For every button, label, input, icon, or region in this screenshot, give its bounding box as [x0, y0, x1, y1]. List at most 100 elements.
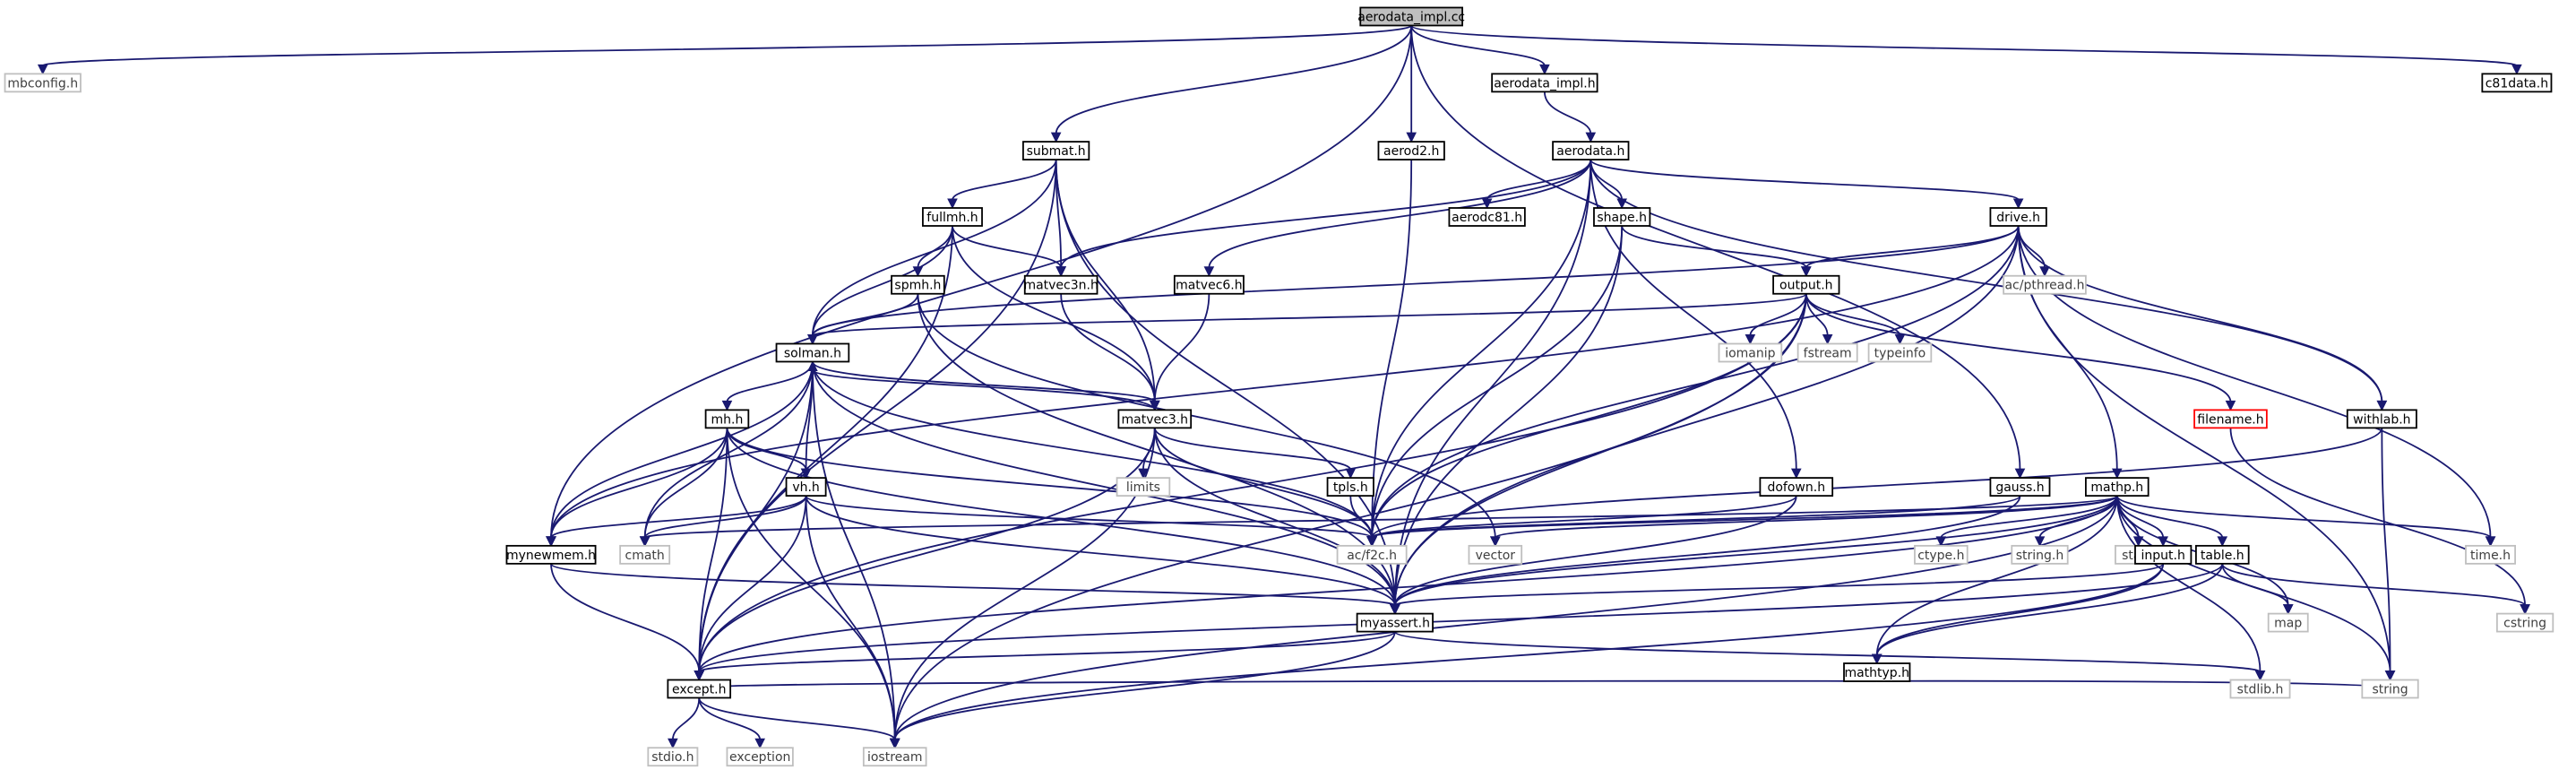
- edge-mh-to-cmath: [639, 428, 728, 547]
- edge-aerodata_impl_cc-to-mynewmem: [546, 25, 1413, 547]
- node-except[interactable]: except.h: [667, 679, 732, 699]
- node-submat[interactable]: submat.h: [1022, 141, 1090, 161]
- edge-input-to-mathtyp: [1871, 563, 2165, 665]
- node-label: iomanip: [1725, 346, 1775, 360]
- edge-mathp-to-vector: [1490, 495, 2118, 547]
- node-label: string: [2372, 682, 2408, 696]
- node-label: matvec3.h: [1122, 412, 1189, 427]
- node-box: [1336, 544, 1408, 565]
- node-box: [1023, 274, 1098, 295]
- node-input[interactable]: input.h: [2134, 544, 2193, 565]
- node-box: [2011, 544, 2069, 565]
- node-iomanip: iomanip: [1718, 342, 1783, 363]
- node-vh[interactable]: vh.h: [785, 477, 827, 497]
- node-box: [891, 274, 945, 295]
- node-label: aerodata_impl.h: [1494, 76, 1595, 91]
- node-box: [1914, 544, 1969, 565]
- edge-spmh-to-myassert: [917, 293, 1400, 615]
- edge-solman-to-acf2c: [812, 361, 1377, 547]
- node-label: aerod2.h: [1383, 144, 1439, 159]
- node-label: myassert.h: [1360, 617, 1430, 631]
- edge-aerodata-to-withlab: [1590, 160, 2388, 411]
- node-label: mh.h: [711, 412, 744, 427]
- node-output[interactable]: output.h: [1772, 274, 1840, 295]
- node-box: [862, 747, 927, 767]
- node-mh[interactable]: mh.h: [704, 409, 750, 429]
- node-box: [1796, 342, 1858, 363]
- edge-myassert-to-stdlib: [1393, 630, 2266, 681]
- node-myassert[interactable]: myassert.h: [1356, 612, 1434, 633]
- node-box: [2481, 73, 2553, 93]
- node-label: exception: [729, 750, 790, 765]
- node-box: [1989, 477, 2051, 497]
- node-c81data[interactable]: c81data.h: [2481, 73, 2553, 93]
- node-label: map: [2274, 617, 2302, 631]
- node-acpthread: ac/pthread.h: [2003, 274, 2087, 295]
- node-box: [1772, 274, 1840, 295]
- edge-mathp-to-mathtyp: [1871, 496, 2118, 665]
- node-mathp[interactable]: mathp.h: [2085, 477, 2150, 497]
- node-label: c81data.h: [2486, 76, 2548, 91]
- node-aerodata[interactable]: aerodata.h: [1552, 141, 1630, 161]
- node-matvec6[interactable]: matvec6.h: [1173, 274, 1245, 295]
- node-drive[interactable]: drive.h: [1989, 207, 2047, 227]
- node-dofown[interactable]: dofown.h: [1759, 477, 1834, 497]
- node-mathtyp[interactable]: mathtyp.h: [1843, 662, 1911, 682]
- node-label: aerodata_impl.cc: [1357, 10, 1465, 24]
- node-label: stdlib.h: [2237, 682, 2284, 696]
- edge-aerodata_impl_h-to-aerodata: [1544, 91, 1597, 143]
- node-box: [2267, 612, 2309, 633]
- edge-drive-to-mathp: [2017, 225, 2123, 480]
- node-limits: limits: [1116, 477, 1171, 497]
- edge-mynewmem-to-myassert: [550, 563, 1400, 615]
- node-aerodc81[interactable]: aerodc81.h: [1448, 207, 1526, 227]
- node-vector: vector: [1468, 544, 1523, 565]
- node-box: [2361, 679, 2419, 699]
- node-aerodata-impl-h[interactable]: aerodata_impl.h: [1491, 73, 1598, 93]
- node-box: [1759, 477, 1834, 497]
- edge-except-to-stdio: [668, 697, 701, 749]
- node-box: [647, 747, 699, 767]
- node-fullmh[interactable]: fullmh.h: [922, 207, 983, 227]
- edge-mynewmem-to-except: [550, 563, 705, 681]
- node-table[interactable]: table.h: [2195, 544, 2250, 565]
- node-shape[interactable]: shape.h: [1593, 207, 1651, 227]
- node-label: stdio.h: [651, 750, 694, 765]
- node-spmh[interactable]: spmh.h: [891, 274, 945, 295]
- node-typeinfo: typeinfo: [1867, 342, 1933, 363]
- node-box: [1356, 612, 1434, 633]
- node-gauss[interactable]: gauss.h: [1989, 477, 2051, 497]
- node-filename[interactable]: filename.h: [2193, 409, 2268, 429]
- node-aerod2[interactable]: aerod2.h: [1377, 141, 1445, 161]
- node-mynewmem[interactable]: mynewmem.h: [505, 544, 597, 565]
- node-matvec3n[interactable]: matvec3n.h: [1023, 274, 1098, 295]
- node-label: vector: [1476, 549, 1516, 563]
- edge-filename-to-cstring: [2229, 428, 2530, 615]
- node-withlab[interactable]: withlab.h: [2346, 409, 2417, 429]
- edge-aerodata_impl_cc-to-aerod2: [1406, 25, 1417, 143]
- node-box: [2193, 409, 2268, 429]
- node-box: [1022, 141, 1090, 161]
- edge-aerodata_impl_cc-to-aerodata_impl_h: [1410, 25, 1550, 75]
- node-box: [505, 544, 597, 565]
- node-aerodata-impl-cc[interactable]: aerodata_impl.cc: [1357, 6, 1465, 27]
- node-matvec3[interactable]: matvec3.h: [1117, 409, 1193, 429]
- edge-matvec3-to-iostream: [889, 428, 1156, 749]
- node-iostream: iostream: [862, 747, 927, 767]
- node-label: time.h: [2470, 549, 2511, 563]
- node-tpls[interactable]: tpls.h: [1326, 477, 1374, 497]
- node-label: shape.h: [1597, 211, 1647, 225]
- node-label: submat.h: [1027, 144, 1086, 159]
- edge-aerodata_impl_cc-to-c81data: [1410, 24, 2522, 75]
- edge-mathp-to-table: [2115, 495, 2228, 547]
- node-solman[interactable]: solman.h: [775, 342, 850, 363]
- node-exception: exception: [726, 747, 794, 767]
- edge-vh-to-mynewmem: [546, 495, 807, 547]
- node-label: mathtyp.h: [1844, 666, 1909, 680]
- node-label: vh.h: [792, 480, 819, 495]
- edge-withlab-to-acf2c: [1366, 428, 2383, 547]
- node-box: [2495, 612, 2554, 633]
- edge-drive-to-withlab: [2017, 225, 2388, 411]
- edge-vh-to-iostream: [805, 496, 900, 749]
